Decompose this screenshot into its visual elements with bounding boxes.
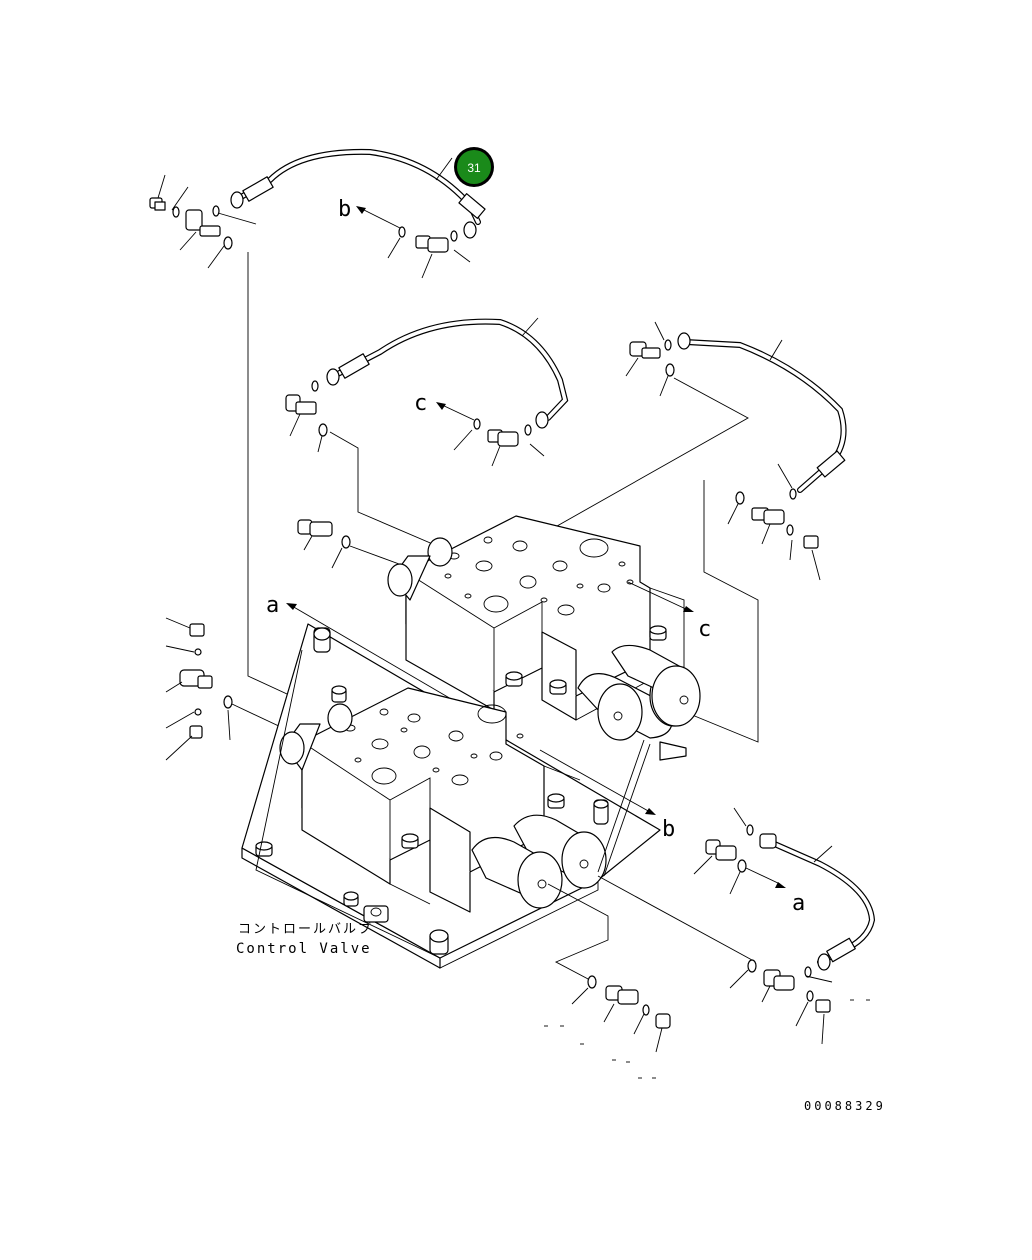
leader-middle [329,431,471,561]
hose-assembly-middle [285,317,569,453]
arrow-b-top: b [338,197,406,259]
arrow-label-a: a [266,593,279,618]
control-valve-label-jp: コントロールバルブ [238,921,373,937]
control-valve [241,515,701,969]
fittings-top-right [415,230,471,279]
lower-block-ports [344,704,524,786]
leader-valve-right [597,739,645,873]
callout-31-badge[interactable]: 31 [454,147,494,187]
arrow-label-a2: a [792,891,805,916]
hose-assembly-right [625,321,847,581]
arrow-b-valve: b [539,749,675,842]
drawing-number: 00088329 [804,1099,886,1113]
arrow-label-c: c [414,391,427,416]
fittings-top-left [149,174,257,269]
arrow-label-b2: b [662,817,675,842]
fittings-left-stack [165,617,301,761]
upper-block-ports [444,536,634,616]
base-bolts [255,625,687,955]
arrow-label-b: b [338,197,351,222]
arrow-c-valve: c [627,581,711,642]
fittings-bottom-middle [547,883,671,1053]
leader-right-top [549,377,749,531]
arrow-a-left: a [266,593,471,711]
hose-assembly-top [230,148,486,239]
control-valve-label-en: Control Valve [236,941,372,957]
control-valve-label: コントロールバルブ Control Valve [236,921,373,957]
hose-assembly-bottom-right: a [597,807,876,1045]
fittings-valve-top-left [297,519,411,569]
dash-marks [544,999,870,1079]
leader-right-mid [679,480,759,743]
arrow-label-c2: c [698,617,711,642]
arrow-c-top: c [414,391,545,467]
leader-valve-right-2 [603,743,651,877]
callout-31-number: 31 [467,161,481,175]
leader-valve-frame [255,649,441,959]
